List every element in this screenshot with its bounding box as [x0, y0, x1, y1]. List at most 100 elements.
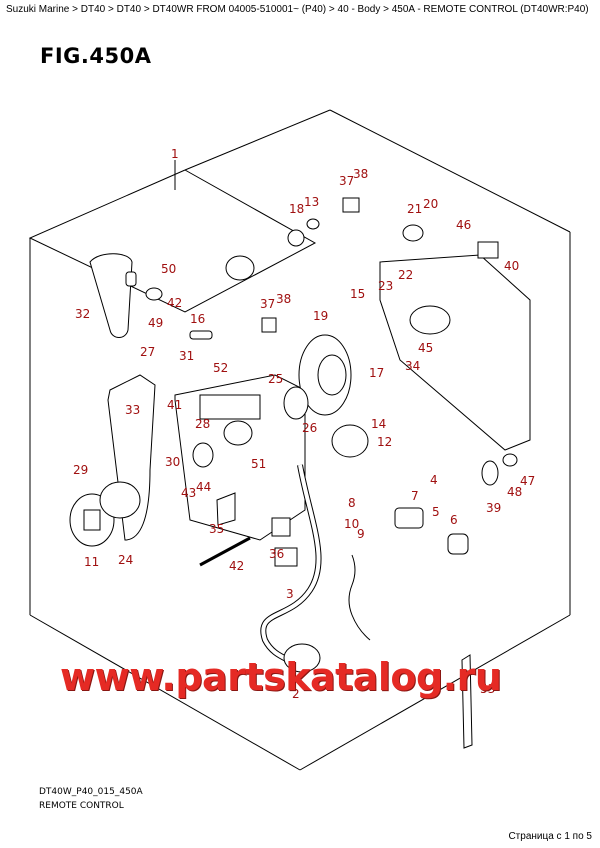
- figure-caption: REMOTE CONTROL: [39, 801, 124, 811]
- callout: 16: [190, 312, 205, 326]
- callout: 2: [292, 687, 300, 701]
- callout: 40: [504, 259, 519, 273]
- callout: 30: [165, 455, 180, 469]
- box-bore-part: [223, 420, 253, 446]
- gear-28-part: [192, 442, 214, 468]
- callout: 51: [251, 457, 266, 471]
- callout: 7: [411, 489, 419, 503]
- washer-18-part: [287, 229, 305, 247]
- box-panel-part: [199, 394, 261, 420]
- callout: 47: [520, 474, 535, 488]
- lanyard-part: [348, 554, 371, 641]
- callout: 3: [286, 587, 294, 601]
- callout: 32: [75, 307, 90, 321]
- figure-title: FIG.450A: [40, 44, 152, 68]
- callout: 45: [418, 341, 433, 355]
- lever-grip-part: [89, 253, 133, 338]
- callout: 36: [269, 547, 284, 561]
- plate-35-part: [216, 492, 236, 526]
- callout: 13: [304, 195, 319, 209]
- connector-part: [283, 643, 321, 673]
- callout: 31: [179, 349, 194, 363]
- washer-13-part: [306, 218, 320, 230]
- callout: 38: [276, 292, 291, 306]
- lever-hub-part: [99, 481, 141, 519]
- callout: 37: [339, 174, 354, 188]
- pin-37-top-part: [342, 197, 360, 213]
- key-cap-part: [447, 533, 469, 555]
- callout: 27: [140, 345, 155, 359]
- tie-strap-part: [461, 654, 473, 749]
- callout: 33: [125, 403, 140, 417]
- lever-arm-part: [107, 374, 156, 541]
- callout: 12: [377, 435, 392, 449]
- callout: 43: [181, 486, 196, 500]
- page-indicator: Страница с 1 по 5: [508, 831, 592, 842]
- hub-emblem-part: [83, 509, 101, 531]
- cover-boss-part: [409, 305, 451, 335]
- callout: 41: [167, 398, 182, 412]
- grommet-39-part: [481, 460, 499, 486]
- callout: 8: [348, 496, 356, 510]
- frame-top-left: [184, 109, 331, 171]
- frame-bottom-right: [299, 614, 571, 771]
- friction-plate-inner: [317, 354, 347, 396]
- callout: 6: [450, 513, 458, 527]
- callouts: 1 2 3 4 5 6 7 8 9 10 11 12 13 14 15 16 1…: [73, 147, 535, 701]
- callout: 19: [313, 309, 328, 323]
- callout: 5: [432, 505, 440, 519]
- callout: 48: [507, 485, 522, 499]
- callout: 52: [213, 361, 228, 375]
- callout: 34: [405, 359, 420, 373]
- frame-outline: [28, 169, 317, 313]
- clip-36-part: [271, 517, 291, 537]
- callout: 15: [350, 287, 365, 301]
- callout: 28: [195, 417, 210, 431]
- callout: 46: [456, 218, 471, 232]
- shaft-16-part: [189, 330, 213, 340]
- callout: 50: [161, 262, 176, 276]
- housing-cover-part: [379, 254, 531, 451]
- bracket-46-part: [477, 241, 499, 259]
- callout: 53: [480, 682, 495, 696]
- callout: 23: [378, 279, 393, 293]
- watermark: www.partskatalog.ru: [60, 655, 502, 699]
- grip-button-part: [125, 271, 137, 287]
- callout: 49: [148, 316, 163, 330]
- breadcrumb[interactable]: Suzuki Marine > DT40 > DT40 > DT40WR FRO…: [6, 4, 589, 15]
- callout: 18: [289, 202, 304, 216]
- buzzer-part: [331, 424, 369, 458]
- callout: 35: [209, 522, 224, 536]
- callout: 9: [357, 527, 365, 541]
- callout: 42: [167, 296, 182, 310]
- callout: 17: [369, 366, 384, 380]
- callout: 44: [196, 480, 211, 494]
- washer-25-part: [283, 386, 309, 420]
- bolt-42-part: [199, 536, 251, 567]
- callout: 39: [486, 501, 501, 515]
- figure-code: DT40W_P40_015_450A: [39, 787, 143, 797]
- callout: 22: [398, 268, 413, 282]
- frame-bottom-left: [29, 614, 301, 771]
- callout: 37: [260, 297, 275, 311]
- callout: 14: [371, 417, 386, 431]
- callout: 1: [171, 147, 179, 161]
- callout: 24: [118, 553, 133, 567]
- callout: 11: [84, 555, 99, 569]
- callout: 4: [430, 473, 438, 487]
- callout: 21: [407, 202, 422, 216]
- frame-top-right: [329, 109, 571, 233]
- cap-21-part: [402, 224, 424, 242]
- washer-49-part: [145, 287, 163, 301]
- callout: 10: [344, 517, 359, 531]
- callout: 25: [268, 372, 283, 386]
- key-switch-part: [394, 507, 424, 529]
- washer-48-part: [502, 453, 518, 467]
- pin-37-mid-part: [261, 317, 277, 333]
- clip-3-part: [274, 547, 298, 567]
- callout: 26: [302, 421, 317, 435]
- callout: 20: [423, 197, 438, 211]
- callout: 29: [73, 463, 88, 477]
- callout: 42: [229, 559, 244, 573]
